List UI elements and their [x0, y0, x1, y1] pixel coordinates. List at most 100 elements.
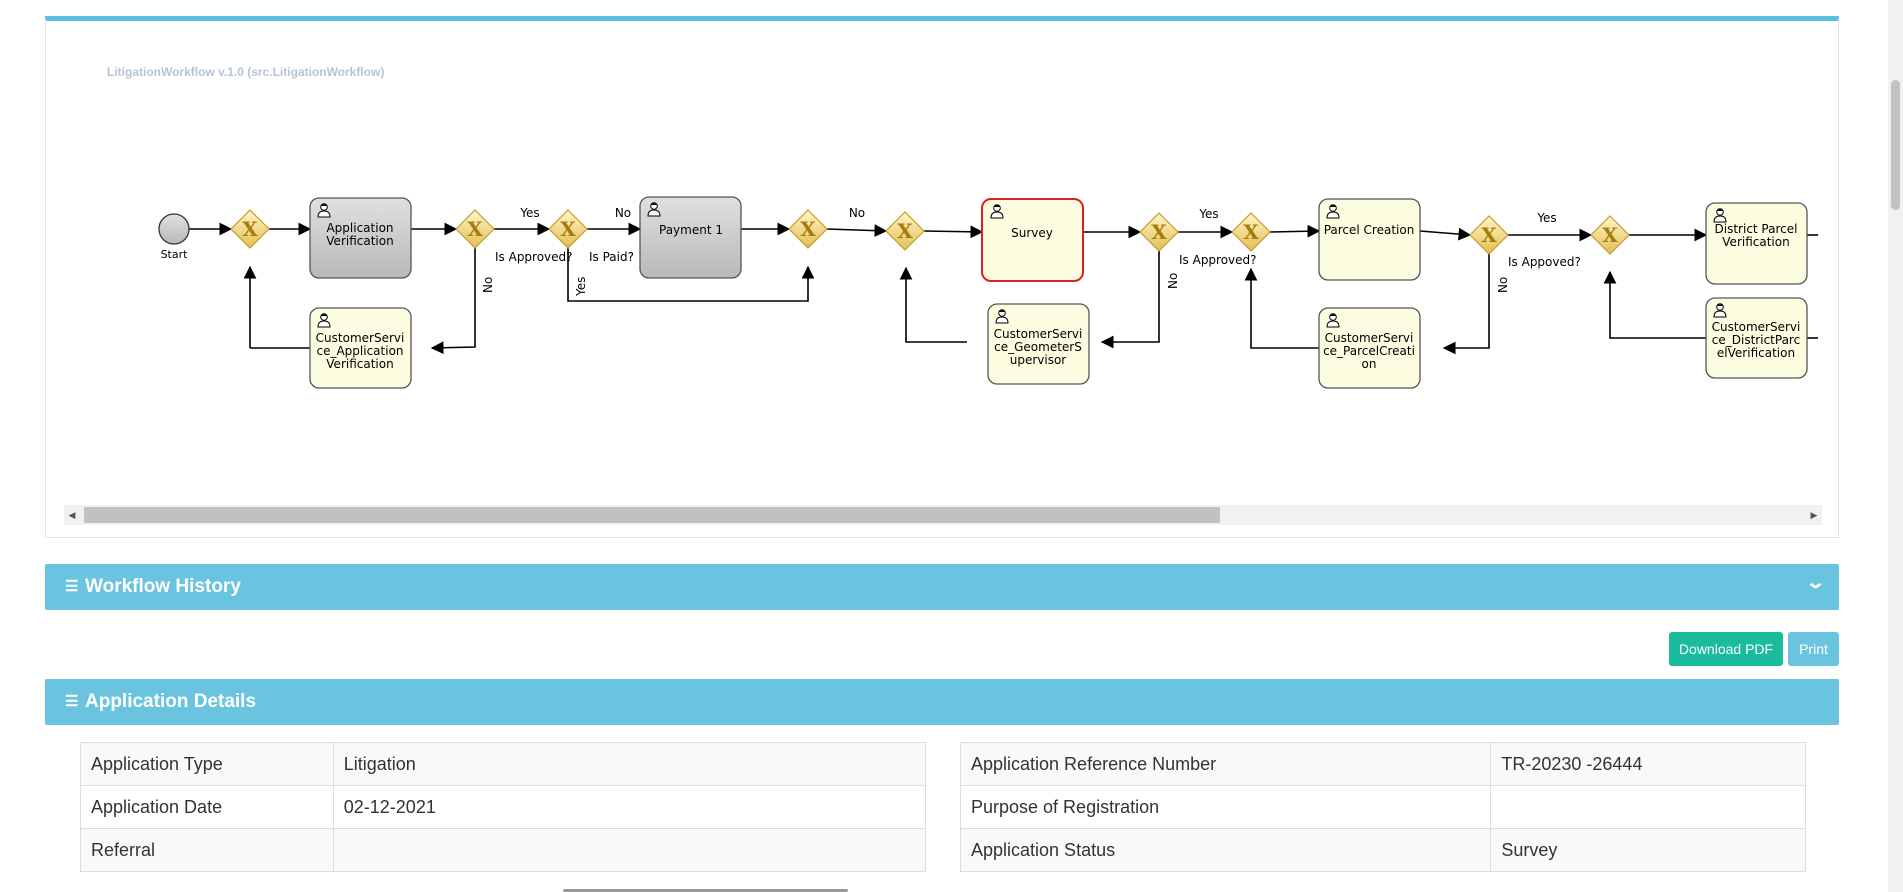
task-label-line1: CustomerServi	[1325, 331, 1414, 345]
task-label-line1: CustomerServi	[316, 331, 405, 345]
task-payment-1[interactable]: Payment 1	[639, 196, 742, 279]
task-label-line1: CustomerServi	[1712, 320, 1801, 334]
application-details-header[interactable]: ☰ Application Details	[45, 679, 1839, 725]
task-label-line3: elVerification	[1717, 346, 1795, 360]
task-district-parcel-verification[interactable]: District Parcel Verification	[1705, 202, 1808, 285]
task-label-line2: Verification	[1722, 235, 1789, 249]
edge-label-is-approved: Is Approved?	[495, 250, 573, 264]
task-parcel-creation[interactable]: Parcel Creation	[1318, 198, 1421, 281]
task-label-line2: ce_Application	[316, 344, 403, 358]
task-cs-parcel-creation[interactable]: CustomerServi ce_ParcelCreati on	[1318, 307, 1421, 389]
table-row: Application Status Survey	[959, 828, 1806, 872]
flow-gw6-csgeo	[1100, 251, 1160, 349]
task-label: Survey	[1011, 226, 1053, 240]
overlay-edge	[563, 889, 848, 892]
diagram-horizontal-scrollbar[interactable]: ◀ ▶	[64, 505, 1822, 525]
flow-csgeo-gw5	[899, 266, 967, 343]
task-label-line2: ce_DistrictParc	[1712, 333, 1800, 347]
flow-gw8-csparcel	[1442, 254, 1490, 355]
task-label-line3: Verification	[326, 357, 393, 371]
task-cs-district-parcel-verification[interactable]: CustomerServi ce_DistrictParc elVerifica…	[1705, 297, 1808, 379]
task-label-line2: ce_GeometerS	[994, 340, 1082, 354]
print-button[interactable]: Print	[1788, 632, 1839, 666]
gateway-7[interactable]	[1231, 212, 1271, 252]
detail-label: Application Reference Number	[959, 742, 1492, 786]
task-survey[interactable]: Survey	[981, 198, 1084, 282]
scrollbar-thumb[interactable]	[84, 507, 1220, 523]
start-label: Start	[161, 248, 189, 261]
workflow-history-title: Workflow History	[85, 576, 241, 597]
task-label-line3: on	[1362, 357, 1377, 371]
detail-value	[332, 828, 927, 872]
flow-gw7-parcel	[1269, 224, 1321, 238]
edge-label-yes-vertical: Yes	[574, 277, 588, 297]
edge-label-is-paid: Is Paid?	[589, 250, 634, 264]
gateway-4[interactable]	[788, 209, 828, 249]
application-details-table-left: Application Type Litigation Application …	[80, 742, 927, 872]
flow-gw2-csapp	[430, 248, 476, 355]
detail-label: Application Status	[959, 828, 1492, 872]
workflow-diagram: X	[64, 91, 1818, 511]
gateway-1[interactable]	[230, 209, 270, 249]
gateway-is-appoved-3[interactable]	[1469, 215, 1509, 255]
detail-value	[1490, 785, 1806, 829]
gateway-is-approved-2[interactable]	[1139, 212, 1179, 252]
workflow-history-header[interactable]: ☰ Workflow History ⌄	[45, 564, 1839, 610]
page-vertical-scrollbar[interactable]	[1888, 0, 1903, 892]
edge-label-is-appoved: Is Appoved?	[1508, 255, 1581, 269]
edge-label-is-approved: Is Approved?	[1179, 253, 1257, 267]
flow-csdistrict-gw9	[1603, 270, 1706, 339]
detail-label: Application Date	[80, 785, 334, 829]
flow-gw5-survey	[923, 225, 984, 239]
list-icon: ☰	[65, 693, 79, 710]
scrollbar-thumb[interactable]	[1891, 80, 1900, 210]
table-row: Application Date 02-12-2021	[80, 785, 927, 829]
task-label-line1: District Parcel	[1715, 222, 1798, 236]
download-pdf-button[interactable]: Download PDF	[1669, 632, 1783, 666]
task-label: Parcel Creation	[1324, 223, 1415, 237]
detail-value: 02-12-2021	[332, 785, 927, 829]
workflow-diagram-svg: X	[158, 196, 1818, 389]
edge-label-yes: Yes	[1536, 211, 1556, 225]
flow-csparcel-gw7	[1244, 267, 1319, 349]
flow-gw4-gw5	[826, 224, 888, 238]
detail-value: Survey	[1490, 828, 1806, 872]
detail-value: Litigation	[332, 742, 927, 786]
table-row: Application Type Litigation	[80, 742, 927, 786]
workflow-title: LitigationWorkflow v.1.0 (src.Litigation…	[107, 65, 385, 79]
scroll-right-icon[interactable]: ▶	[1810, 509, 1818, 520]
gateway-5[interactable]	[885, 211, 925, 251]
task-label-line2: Verification	[326, 234, 393, 248]
gateway-9[interactable]	[1590, 215, 1630, 255]
gateway-is-paid[interactable]	[548, 209, 588, 249]
detail-value: TR-20230 -26444	[1490, 742, 1806, 786]
task-label-line1: Application	[326, 221, 393, 235]
edge-label-no-vertical: No	[481, 277, 495, 293]
application-details-table-right: Application Reference Number TR-20230 -2…	[959, 742, 1806, 872]
task-cs-geometer-supervisor[interactable]: CustomerServi ce_GeometerS upervisor	[987, 303, 1090, 385]
edge-label-no: No	[615, 206, 631, 220]
list-icon: ☰	[65, 578, 79, 595]
edge-label-yes: Yes	[1198, 207, 1218, 221]
flow-parcel-gw8	[1419, 227, 1472, 241]
sequence-flows	[189, 222, 1818, 355]
task-label-line3: upervisor	[1010, 353, 1067, 367]
edge-label-no: No	[849, 206, 865, 220]
table-row: Purpose of Registration	[959, 785, 1806, 829]
task-cs-application-verification[interactable]: CustomerServi ce_Application Verificatio…	[309, 307, 412, 389]
chevron-down-icon[interactable]: ⌄	[1804, 572, 1827, 592]
table-row: Referral	[80, 828, 927, 872]
detail-label: Application Type	[80, 742, 334, 786]
task-application-verification[interactable]: Application Verification	[309, 197, 412, 279]
edge-label-no-vertical: No	[1496, 277, 1510, 293]
edge-label-yes: Yes	[519, 206, 539, 220]
gateway-is-approved-1[interactable]	[455, 209, 495, 249]
task-label-line1: CustomerServi	[994, 327, 1083, 341]
start-event[interactable]: Start	[158, 213, 190, 261]
scroll-left-icon[interactable]: ◀	[68, 509, 76, 520]
workflow-diagram-panel: LitigationWorkflow v.1.0 (src.Litigation…	[45, 16, 1839, 538]
table-row: Application Reference Number TR-20230 -2…	[959, 742, 1806, 786]
task-label-line2: ce_ParcelCreati	[1323, 344, 1415, 358]
application-details-title: Application Details	[85, 691, 257, 712]
